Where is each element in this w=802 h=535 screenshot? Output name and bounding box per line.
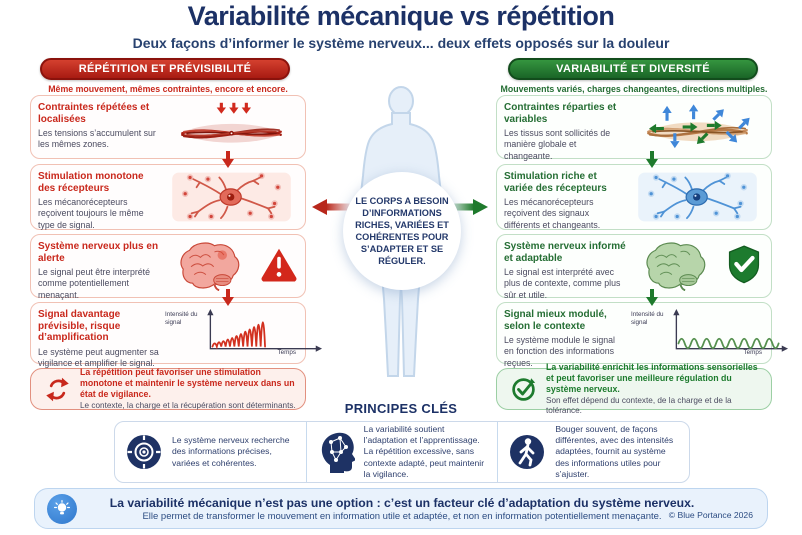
principle-item: Le système nerveux recherche des informa… bbox=[115, 422, 306, 482]
card-contraintes-reparties: Contraintes réparties et variables Les t… bbox=[496, 95, 772, 161]
warning-icon bbox=[259, 246, 299, 287]
card-body: Le système peut augmenter sa vigilance e… bbox=[38, 346, 159, 368]
central-message: LE CORPS A BESOIN D’INFORMATIONS RICHES,… bbox=[343, 172, 461, 290]
down-arrow-icon bbox=[222, 289, 234, 306]
left-column-header: RÉPÉTITION ET PRÉVISIBILITÉ bbox=[40, 58, 290, 80]
card-title: Signal mieux modulé, selon le contexte bbox=[504, 309, 607, 332]
footer-headline: La variabilité mécanique n’est pas une o… bbox=[109, 495, 695, 510]
card-body: Le signal est interprété avec plus de co… bbox=[504, 267, 621, 300]
card-title: Signal davantage prévisible, risque d’am… bbox=[38, 309, 121, 343]
right-arrow-icon bbox=[448, 199, 488, 215]
card-body: Le signal peut être interprété comme pot… bbox=[38, 267, 150, 300]
shield-check-icon bbox=[727, 244, 761, 289]
card-title: Contraintes répétées et localisées bbox=[38, 102, 150, 125]
card-body: Les mécanorécepteurs reçoivent toujours … bbox=[38, 197, 144, 230]
right-column-header: VARIABILITÉ ET DIVERSITÉ bbox=[508, 58, 758, 80]
neuron-red-icon bbox=[165, 171, 298, 223]
summary-note-text: Son effet dépend du contexte, de la char… bbox=[546, 395, 732, 415]
muscle-fibers-red-icon bbox=[165, 102, 298, 152]
summary-bold-text: La variabilité enrichit les informations… bbox=[546, 361, 758, 394]
check-circle-icon bbox=[510, 376, 537, 403]
card-systeme-adaptable: Système nerveux informé et adaptable Le … bbox=[496, 234, 772, 300]
footer-note: Elle permet de transformer le mouvement … bbox=[142, 510, 662, 522]
principle-text: La variabilité soutient l’adaptation et … bbox=[363, 424, 480, 446]
copyright: © Blue Portance 2026 bbox=[668, 510, 753, 520]
card-title: Système nerveux informé et adaptable bbox=[504, 241, 626, 264]
card-stimulation-riche: Stimulation riche et variée des récepteu… bbox=[496, 164, 772, 230]
principle-text: La répétition excessive, sans contexte a… bbox=[363, 446, 485, 479]
head-network-icon bbox=[316, 430, 356, 474]
card-title: Stimulation monotone des récepteurs bbox=[38, 171, 144, 194]
card-systeme-alerte: Système nerveux plus en alerte Le signal… bbox=[30, 234, 306, 300]
page-title: Variabilité mécanique vs répétition bbox=[187, 1, 615, 31]
principle-item: Bouger souvent, de façons différentes, a… bbox=[497, 422, 689, 482]
chart-ylabel: Intensité du signal bbox=[165, 311, 198, 326]
down-arrow-icon bbox=[646, 151, 658, 168]
chart-ylabel: Intensité du signal bbox=[631, 311, 664, 326]
right-summary-box: La variabilité enrichit les informations… bbox=[496, 362, 772, 415]
walking-person-icon bbox=[507, 430, 547, 474]
card-body: Le système module le signal en fonction … bbox=[504, 335, 615, 368]
principles-card: Le système nerveux recherche des informa… bbox=[114, 421, 690, 483]
page-subtitle: Deux façons d’informer le système nerveu… bbox=[132, 35, 670, 51]
card-title: Système nerveux plus en alerte bbox=[38, 241, 159, 264]
right-tagline: Mouvements variés, charges changeantes, … bbox=[500, 84, 768, 94]
signal-chart-red: Intensité du signal Temps bbox=[165, 309, 323, 357]
brain-green-icon bbox=[631, 241, 764, 291]
card-body: Les tensions s’accumulent sur les mêmes … bbox=[38, 128, 156, 150]
card-signal-module: Signal mieux modulé, selon le contexte L… bbox=[496, 302, 789, 368]
card-signal-previsible: Signal davantage prévisible, risque d’am… bbox=[30, 302, 323, 368]
left-tagline: Même mouvement, mêmes contraintes, encor… bbox=[48, 84, 288, 94]
card-title: Stimulation riche et variée des récepteu… bbox=[504, 171, 607, 194]
left-summary-box: La répétition peut favoriser une stimula… bbox=[30, 366, 306, 410]
principles-title: PRINCIPES CLÉS bbox=[344, 401, 458, 416]
principle-text: Bouger souvent, de façons différentes, a… bbox=[555, 424, 674, 479]
left-arrow-icon bbox=[312, 199, 352, 215]
card-contraintes-repetees: Contraintes répétées et localisées Les t… bbox=[30, 95, 306, 159]
card-body: Les mécanorécepteurs reçoivent des signa… bbox=[504, 197, 601, 230]
principle-item: La variabilité soutient l’adaptation et … bbox=[305, 422, 498, 482]
brain-red-icon bbox=[165, 241, 299, 291]
repeat-icon bbox=[44, 376, 71, 403]
card-title: Contraintes réparties et variables bbox=[504, 102, 617, 125]
signal-chart-green: Intensité du signal Temps bbox=[631, 309, 789, 357]
summary-note-text: Le contexte, la charge et la récupératio… bbox=[80, 400, 296, 410]
chart-xlabel: Temps bbox=[743, 349, 762, 356]
target-icon bbox=[124, 430, 164, 474]
neuron-blue-icon bbox=[631, 171, 764, 223]
chart-xlabel: Temps bbox=[277, 349, 296, 356]
card-body: Les tissus sont sollicités de manière gl… bbox=[504, 128, 611, 161]
principle-text: Le système nerveux recherche des informa… bbox=[172, 435, 290, 468]
down-arrow-icon bbox=[646, 289, 658, 306]
summary-bold-text: La répétition peut favoriser une stimula… bbox=[80, 366, 295, 399]
footer-banner: La variabilité mécanique n’est pas une o… bbox=[34, 488, 768, 529]
lightbulb-icon bbox=[47, 493, 77, 524]
card-stimulation-monotone: Stimulation monotone des récepteurs Les … bbox=[30, 164, 306, 230]
muscle-fibers-varied-icon bbox=[631, 102, 764, 152]
down-arrow-icon bbox=[222, 151, 234, 168]
